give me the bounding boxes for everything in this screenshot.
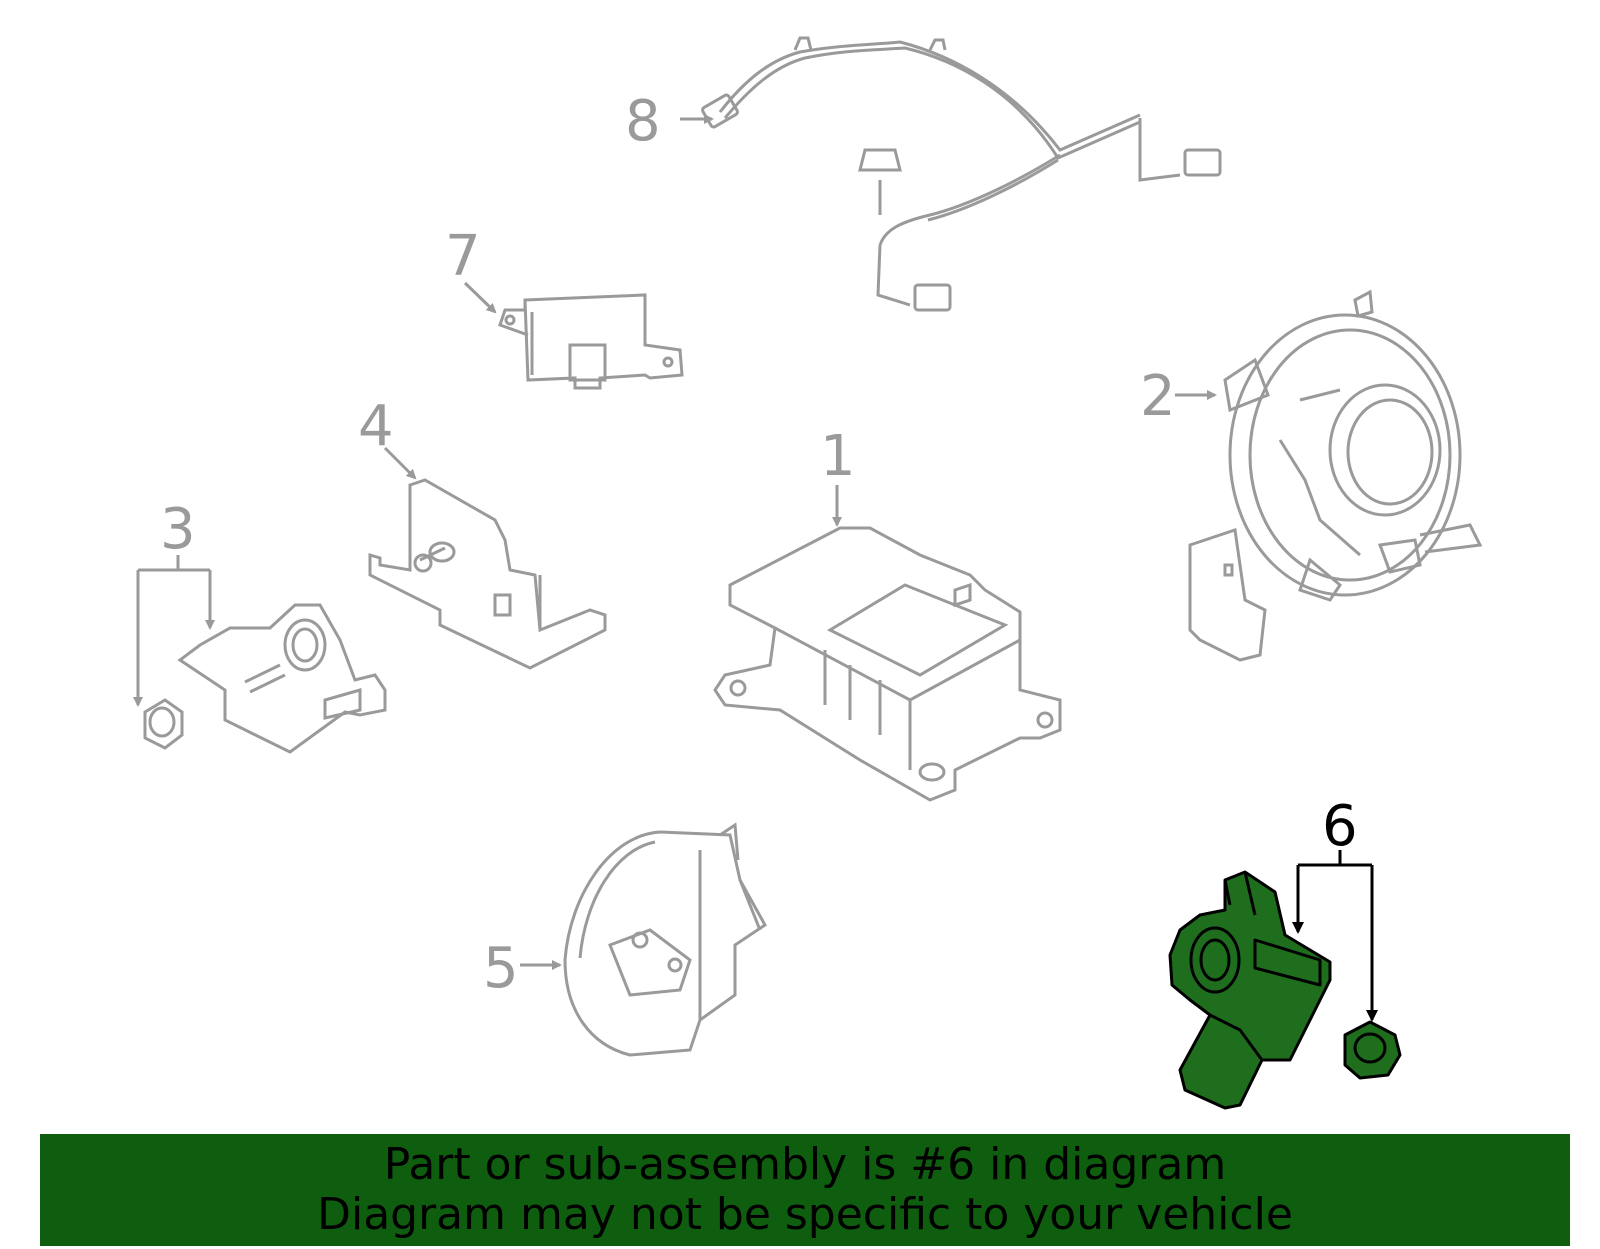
part-8-wiring-harness: [701, 36, 1222, 312]
banner-line-2: Diagram may not be specific to your vehi…: [317, 1189, 1293, 1240]
callout-6: 6: [1322, 794, 1358, 859]
callout-5: 5: [483, 936, 519, 1001]
callout-7: 7: [445, 224, 481, 289]
part-4-bracket: [368, 478, 607, 670]
callout-8: 8: [625, 89, 661, 154]
callout-4: 4: [358, 394, 394, 459]
part-7-sensor-module: [498, 293, 684, 390]
part-5-spiral-cable: [563, 822, 767, 1057]
callout-3: 3: [160, 497, 196, 562]
callout-7-leader: [463, 281, 497, 314]
callout-1: 1: [820, 424, 856, 489]
part-2-clock-spring: [1188, 289, 1483, 662]
part-1-control-module: [713, 526, 1062, 802]
callout-3-leader: [133, 555, 215, 707]
part-6-impact-sensor: [1168, 870, 1402, 1110]
info-banner: Part or sub-assembly is #6 in diagram Di…: [40, 1134, 1570, 1246]
callout-4-leader: [383, 446, 417, 480]
callout-6-leader: [1292, 850, 1378, 1022]
callout-2: 2: [1140, 364, 1176, 429]
part-3-sensor: [143, 603, 387, 754]
banner-line-1: Part or sub-assembly is #6 in diagram: [383, 1139, 1227, 1190]
